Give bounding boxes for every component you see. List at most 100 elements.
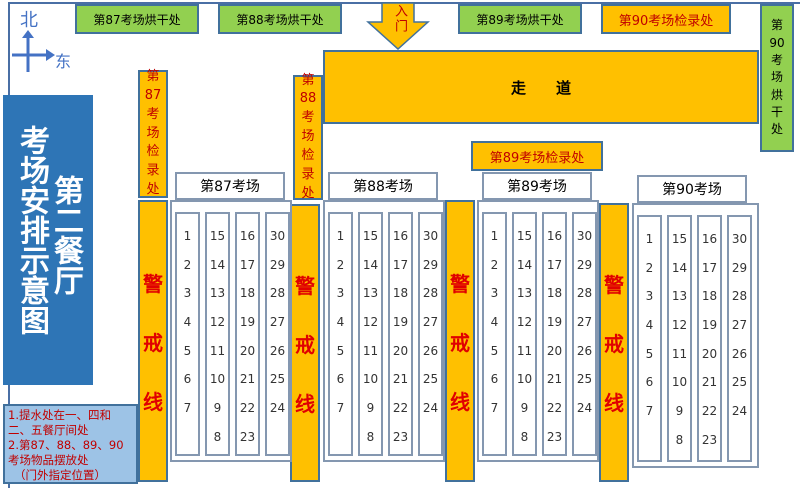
seat-number: 11 xyxy=(209,343,226,358)
seat-number: 14 xyxy=(671,260,688,275)
seat-number: 9 xyxy=(675,404,684,419)
room-title: 第90考场 xyxy=(637,175,747,203)
seat-number: 8 xyxy=(213,429,222,444)
seat-number: 18 xyxy=(392,286,409,301)
seat-number: 16 xyxy=(546,229,563,243)
seat-number: 14 xyxy=(516,257,533,272)
checkin-90: 第90考场检录处 xyxy=(601,4,731,34)
seat-number: 17 xyxy=(392,257,409,272)
seat-number: 15 xyxy=(516,229,533,243)
seat-number: 25 xyxy=(576,372,593,387)
seat-number: 12 xyxy=(671,318,688,333)
seat-number: 16 xyxy=(701,232,718,246)
seat-number: 1 xyxy=(336,229,345,243)
seat-number: 9 xyxy=(520,401,529,416)
seat-number: 2 xyxy=(490,257,499,272)
guard-line-char: 戒 xyxy=(450,330,470,355)
seat-number: 10 xyxy=(516,372,533,387)
guard-line-3: 警戒线 xyxy=(445,200,475,482)
seat-number: 29 xyxy=(576,257,593,272)
seat-number: 11 xyxy=(516,343,533,358)
seat-number: 8 xyxy=(520,429,529,444)
seat-number: 8 xyxy=(366,429,375,444)
seat-number: 3 xyxy=(183,286,192,301)
seat-number: 3 xyxy=(490,286,499,301)
seat-number: 7 xyxy=(183,401,192,416)
seat-number: 6 xyxy=(183,372,192,387)
title-main: 考场安排示意图 xyxy=(14,125,49,335)
checkin-89: 第89考场检录处 xyxy=(471,141,603,171)
guard-line-char: 线 xyxy=(295,391,315,416)
seat-number: 21 xyxy=(546,372,563,387)
seat-number: 18 xyxy=(701,289,718,304)
seat-number: 20 xyxy=(546,343,563,358)
seat-number: 10 xyxy=(362,372,379,387)
seat-number: 27 xyxy=(422,315,439,330)
guard-line-char: 线 xyxy=(143,389,163,414)
drying-area-88: 第88考场烘干处 xyxy=(218,4,342,34)
seat-number: 6 xyxy=(490,372,499,387)
seat-number: 4 xyxy=(645,318,654,333)
seat-number: 4 xyxy=(490,315,499,330)
seat-number: 13 xyxy=(516,286,533,301)
note-3: （门外指定位置） xyxy=(14,468,106,482)
seat-number: 29 xyxy=(422,257,439,272)
seat-number: 28 xyxy=(269,286,286,301)
seat-number: 7 xyxy=(336,401,345,416)
seat-number: 10 xyxy=(671,375,688,390)
seat-number: 20 xyxy=(701,346,718,361)
seat-number: 25 xyxy=(269,372,286,387)
seat-number: 24 xyxy=(269,401,286,416)
seat-number: 9 xyxy=(213,401,222,416)
seat-number: 6 xyxy=(336,372,345,387)
seat-number: 4 xyxy=(183,315,192,330)
seat-number: 28 xyxy=(422,286,439,301)
seat-number: 30 xyxy=(576,229,593,243)
seat-number: 22 xyxy=(701,404,718,419)
seat-number: 26 xyxy=(269,343,286,358)
seat-number: 25 xyxy=(731,375,748,390)
seat-number: 21 xyxy=(701,375,718,390)
seat-number: 14 xyxy=(362,257,379,272)
seat-number: 2 xyxy=(645,260,654,275)
seat-number: 20 xyxy=(239,343,256,358)
seat-number: 23 xyxy=(239,429,256,444)
room-title: 第87考场 xyxy=(175,172,285,200)
seat-number: 19 xyxy=(392,315,409,330)
title-sub: 第二餐厅 xyxy=(48,175,83,295)
entrance-label: 入门 xyxy=(392,4,407,34)
seat-number: 22 xyxy=(392,401,409,416)
seat-number: 2 xyxy=(183,257,192,272)
seat-number: 1 xyxy=(183,229,192,243)
seat-number: 24 xyxy=(422,401,439,416)
seat-number: 9 xyxy=(366,401,375,416)
seat-number: 14 xyxy=(209,257,226,272)
seat-number: 3 xyxy=(336,286,345,301)
seat-number: 16 xyxy=(239,229,256,243)
seat-number: 18 xyxy=(546,286,563,301)
seat-number: 25 xyxy=(422,372,439,387)
seat-number: 5 xyxy=(645,346,654,361)
seat-number: 1 xyxy=(490,229,499,243)
seat-number: 7 xyxy=(490,401,499,416)
seat-number: 23 xyxy=(701,432,718,447)
seat-number: 13 xyxy=(671,289,688,304)
seat-number: 30 xyxy=(269,229,286,243)
seat-number: 17 xyxy=(701,260,718,275)
corridor: 走 道 xyxy=(323,50,759,124)
seat-number: 19 xyxy=(701,318,718,333)
seat-number: 17 xyxy=(239,257,256,272)
seat-number: 11 xyxy=(362,343,379,358)
